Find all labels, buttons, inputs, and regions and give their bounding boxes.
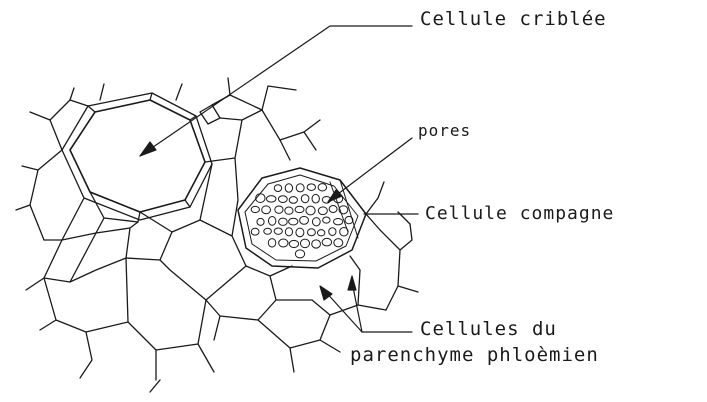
pore bbox=[251, 206, 259, 212]
pore bbox=[257, 218, 264, 225]
pore bbox=[264, 228, 272, 234]
pore bbox=[329, 206, 337, 213]
pore bbox=[307, 184, 315, 191]
pore bbox=[318, 184, 327, 191]
pore bbox=[308, 229, 316, 236]
pore bbox=[334, 239, 343, 247]
pore bbox=[296, 228, 304, 237]
leader-lines bbox=[140, 26, 418, 332]
pore bbox=[318, 207, 327, 215]
pore bbox=[274, 228, 282, 234]
pore bbox=[285, 228, 292, 236]
pores-label: pores bbox=[418, 121, 471, 140]
pore bbox=[323, 217, 330, 223]
sieve-plate-cell bbox=[238, 168, 366, 268]
pore bbox=[274, 185, 281, 192]
pore bbox=[322, 238, 332, 246]
pore bbox=[317, 230, 324, 236]
pore bbox=[285, 207, 293, 214]
pore bbox=[301, 195, 309, 203]
pore bbox=[289, 218, 298, 225]
sieve-cell bbox=[62, 93, 220, 222]
pore bbox=[296, 184, 304, 192]
pore bbox=[278, 196, 287, 203]
pore bbox=[312, 240, 321, 248]
pore bbox=[329, 228, 336, 236]
pore bbox=[266, 196, 275, 203]
pore bbox=[275, 206, 283, 213]
pore bbox=[262, 206, 271, 214]
pore bbox=[340, 227, 348, 236]
pore bbox=[289, 197, 297, 204]
parenchyma-label-line1: Cellules du bbox=[420, 318, 557, 340]
pore bbox=[345, 216, 353, 223]
companion-cell-label: Cellule compagne bbox=[425, 203, 614, 224]
pore bbox=[279, 239, 288, 247]
pore bbox=[312, 194, 319, 203]
pore bbox=[279, 218, 288, 225]
pore bbox=[295, 250, 304, 258]
sieve-cell-label: Cellule criblée bbox=[420, 8, 607, 30]
pore bbox=[300, 239, 309, 248]
pore bbox=[289, 240, 298, 247]
pore bbox=[300, 216, 309, 224]
pore bbox=[295, 206, 304, 212]
pore bbox=[268, 239, 275, 248]
parenchyma-label-line2: parenchyme phloèmien bbox=[350, 344, 599, 366]
pore bbox=[333, 218, 342, 224]
pore bbox=[285, 184, 292, 192]
pore bbox=[251, 228, 259, 235]
pore bbox=[306, 206, 315, 215]
pore bbox=[312, 218, 320, 226]
pore bbox=[268, 216, 275, 225]
